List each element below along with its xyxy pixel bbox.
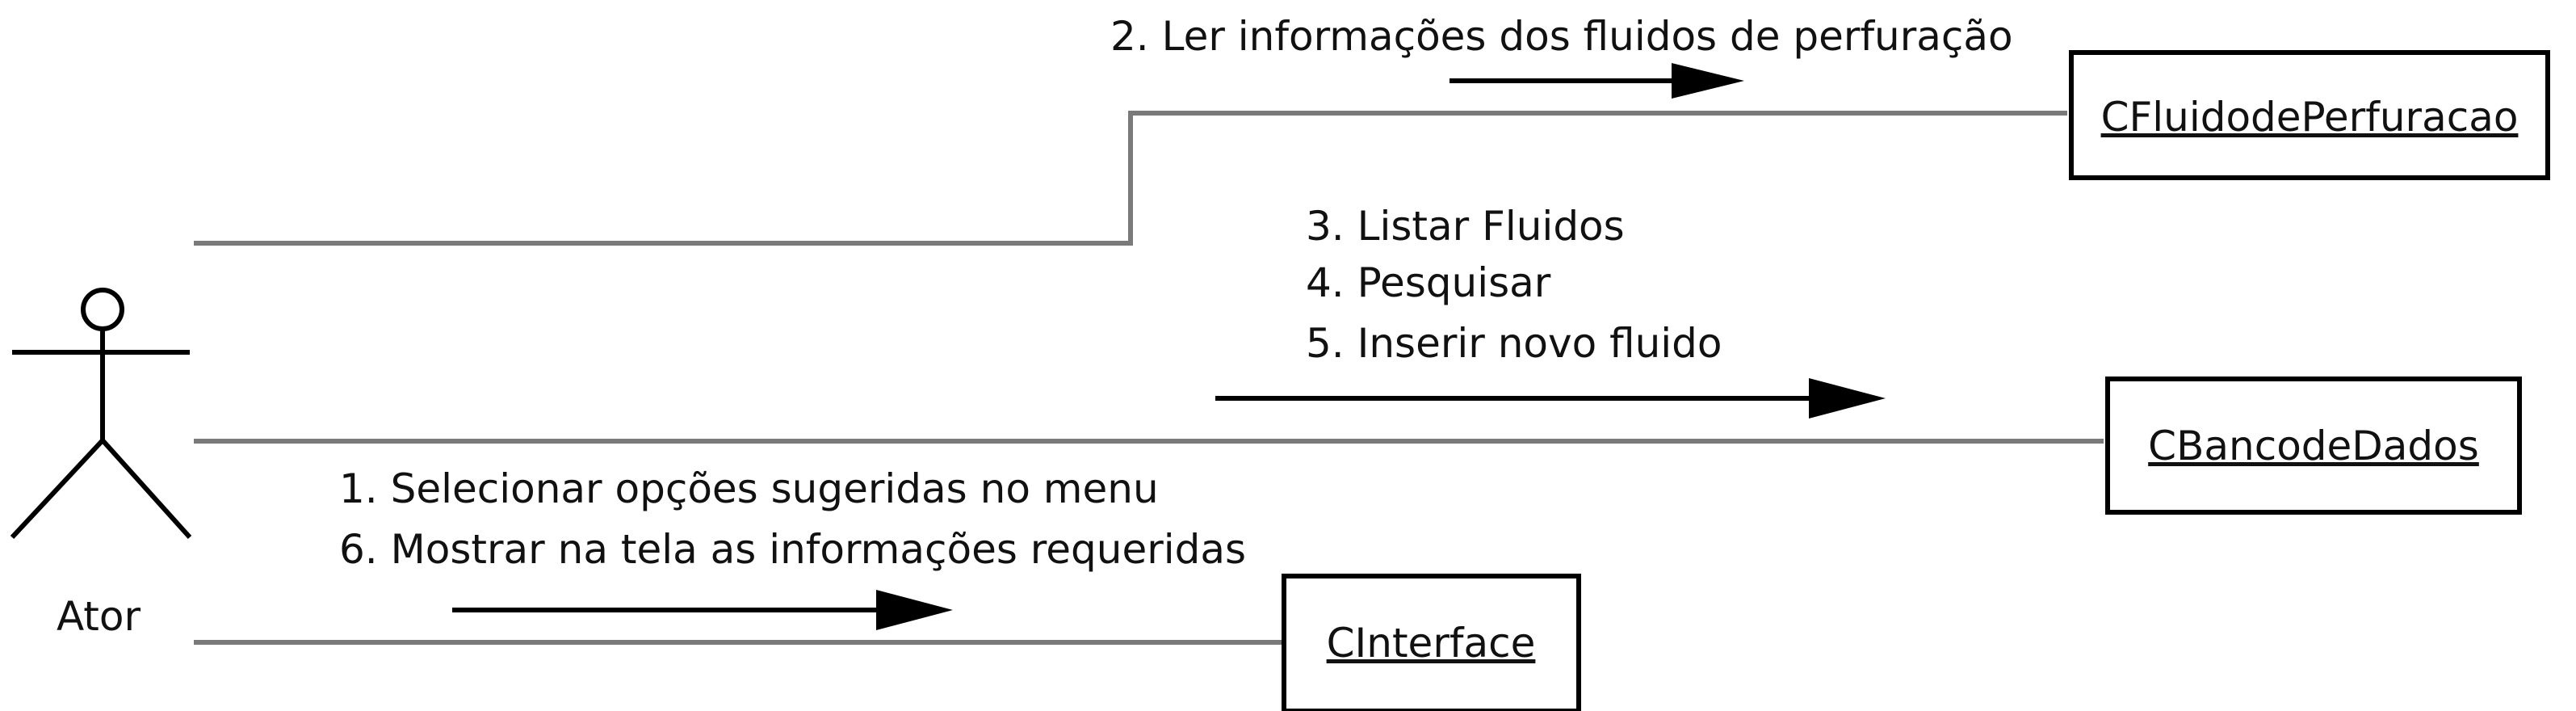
message-5-label: 5. Inserir novo fluido xyxy=(1306,320,1722,367)
message-1-label: 1. Selecionar opções sugeridas no menu xyxy=(339,465,1159,512)
message-4-label: 4. Pesquisar xyxy=(1306,259,1551,306)
object-box-banco xyxy=(2105,377,2522,515)
message-2-label: 2. Ler informações dos fluidos de perfur… xyxy=(1110,13,2013,60)
link-actor-fluido xyxy=(194,111,2067,246)
message-16-arrow xyxy=(452,590,953,630)
message-345-arrow xyxy=(1215,378,1886,419)
message-3-label: 3. Listar Fluidos xyxy=(1306,203,1625,250)
object-label-banco: CBancodeDados xyxy=(2148,423,2479,469)
message-6-label: 6. Mostrar na tela as informações requer… xyxy=(339,526,1246,573)
object-cbancodedados: CBancodeDados xyxy=(2105,377,2522,515)
object-cfluidodeperfuracao: CFluidodePerfuracao xyxy=(2069,50,2550,180)
actor-figure xyxy=(10,288,192,540)
actor-head xyxy=(81,288,124,331)
actor-left-leg xyxy=(10,438,105,540)
object-box-fluido xyxy=(2069,50,2550,180)
object-label-interface: CInterface xyxy=(1327,620,1536,667)
actor-name: Ator xyxy=(57,593,141,640)
message-2-arrow xyxy=(1450,63,1744,99)
object-cinterface: CInterface xyxy=(1282,574,1581,711)
object-label-fluido: CFluidodePerfuracao xyxy=(2101,94,2519,141)
actor-right-leg xyxy=(100,438,192,540)
object-box-interface xyxy=(1282,574,1581,711)
